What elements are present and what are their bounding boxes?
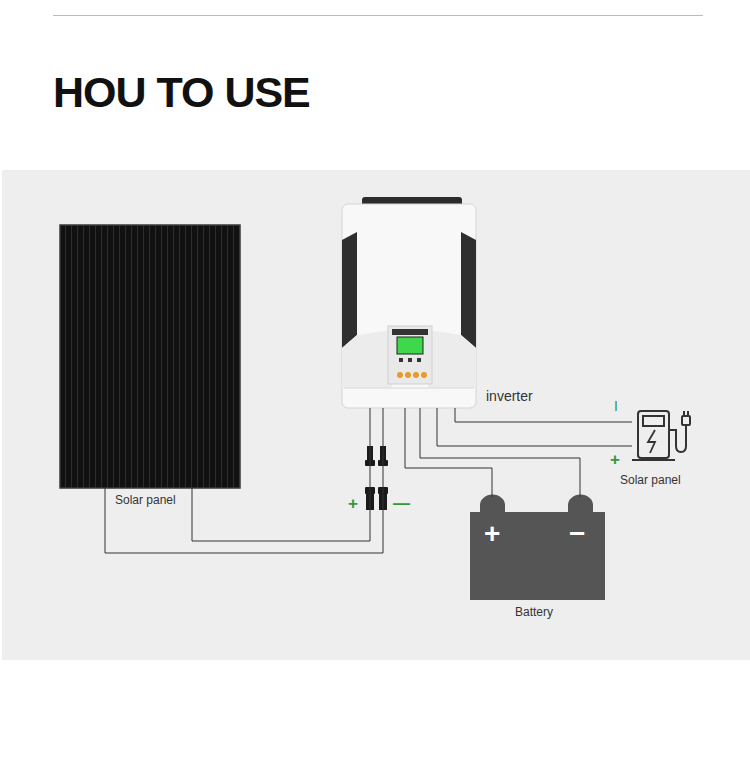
polarity-sign: + [610,450,620,469]
solar-panel: Solar panel [60,225,240,488]
solar-panel-figure [60,225,240,488]
text-holder: + [610,450,620,470]
text-holder: HOU TO USE [53,68,310,116]
terminal-sign: + [484,518,500,549]
node-label: Solar panel [620,473,681,487]
text-holder: Battery [515,605,553,619]
text-holder: Solar panel [620,473,681,487]
wire [455,408,632,422]
text-holder: I [614,398,618,414]
text-holder: — [393,494,410,514]
charger: Solar panel [632,405,692,462]
mc4-connectors [365,446,388,510]
polarity-sign: + [348,494,358,513]
wire [192,408,370,541]
text-holder: + [484,519,500,549]
wire [105,408,383,553]
text-holder: + [348,494,358,514]
grey-panel [2,170,750,660]
node-label: Battery [515,605,553,619]
wire [420,408,580,497]
wire [437,408,632,446]
node-label: Solar panel [115,493,176,507]
battery-figure [470,495,605,600]
inverter-figure [342,197,476,408]
battery: +−Battery [470,497,605,600]
text-holder: − [569,519,585,549]
text-holder: inverter [486,388,533,404]
charger-icon [632,411,690,460]
terminal-sign: − [569,518,585,549]
top-rule [53,15,703,16]
inverter: inverter [342,204,476,408]
node-label: inverter [486,388,533,404]
text-holder: Solar panel [115,493,176,507]
wire [405,408,492,497]
polarity-sign: I [614,398,618,414]
page-title: HOU TO USE [53,68,310,116]
polarity-sign: — [393,494,410,513]
